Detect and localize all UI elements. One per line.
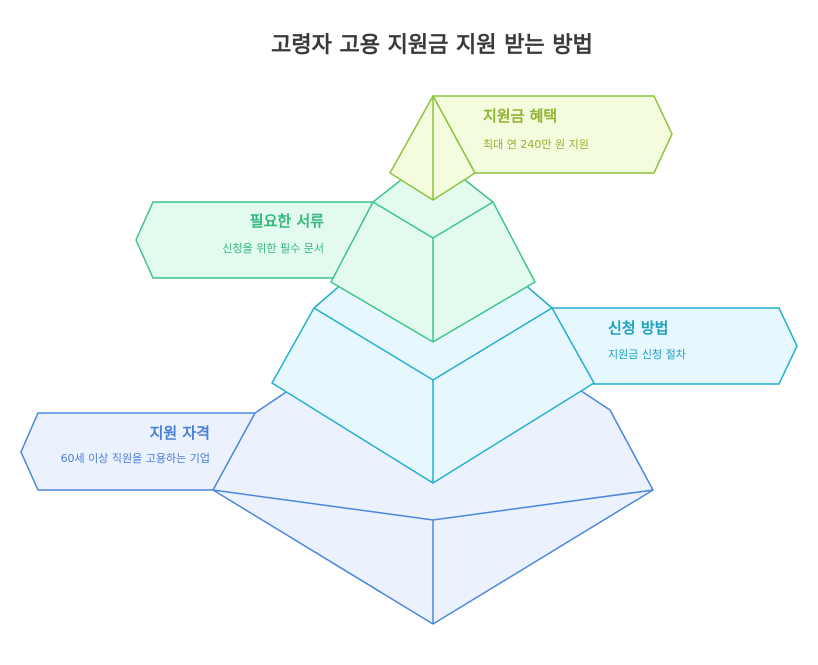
eligibility-title: 지원 자격 <box>150 424 210 442</box>
documents-title: 필요한 서류 <box>250 212 324 230</box>
benefits-description: 최대 연 240만 원 지원 <box>483 138 589 151</box>
benefits-title: 지원금 혜택 <box>483 107 557 125</box>
documents-callout-box <box>135 201 374 279</box>
eligibility-callout-box <box>20 412 256 491</box>
documents-description: 신청을 위한 필수 문서 <box>222 242 324 255</box>
pyramid-level-benefits: 지원금 혜택 최대 연 240만 원 지원 <box>389 95 673 201</box>
pyramid-level-documents: 필요한 서류 신청을 위한 필수 문서 <box>135 154 536 343</box>
application-description: 지원금 신청 절차 <box>608 348 686 361</box>
page-title: 고령자 고용 지원금 지원 받는 방법 <box>271 33 593 58</box>
eligibility-description: 60세 이상 직원을 고용하는 기업 <box>61 451 210 465</box>
pyramid-level-application: 신청 방법 지원금 신청 절차 <box>271 204 798 484</box>
application-title: 신청 방법 <box>608 319 668 337</box>
